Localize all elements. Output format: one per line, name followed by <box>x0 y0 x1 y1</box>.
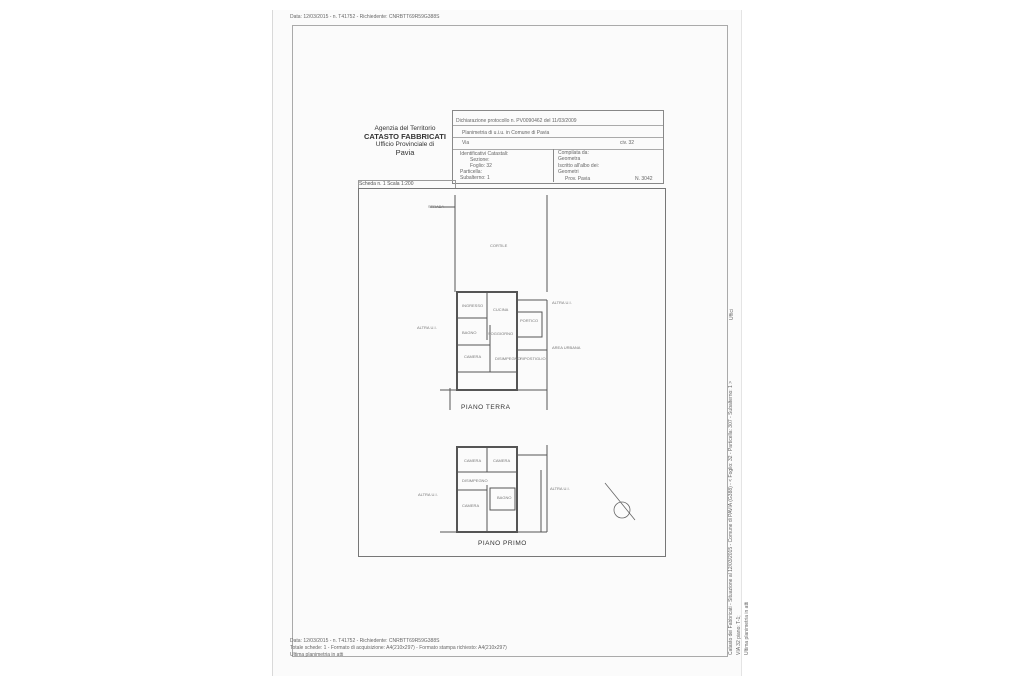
ident-3: Particella: <box>460 169 482 175</box>
footer-line-1: Data: 12/03/2015 - n. T41752 - Richieden… <box>290 638 440 644</box>
outside-label-1: ALTRA U.I. <box>552 300 572 305</box>
room-first-camera-3: CAMERA <box>462 503 480 508</box>
plan-lines <box>430 195 548 533</box>
room-cucina: CUCINA <box>493 307 509 312</box>
header-info-box <box>452 110 664 184</box>
header-line-3: Via <box>462 140 470 146</box>
city-name: Pavia <box>395 148 415 157</box>
header-line-1: Dichiarazione protocollo n. PV0090462 de… <box>456 118 577 124</box>
ident-0: Identificativi Catastali: <box>460 151 509 157</box>
compiler-3: Geometri <box>558 169 579 175</box>
header-divider <box>553 149 554 182</box>
room-ingresso: INGRESSO <box>462 303 484 308</box>
room-bagno: BAGNO <box>462 330 477 335</box>
right-edge-line-2: VIA 32 piano: T-1; <box>736 615 742 655</box>
room-cortile: CORTILE <box>490 243 508 248</box>
office-name: CATASTO FABBRICATI <box>364 132 446 141</box>
side-note: Uffici <box>729 308 735 320</box>
right-edge-line-3: Ultima planimetria in atti <box>744 601 750 655</box>
floor-plan-frame <box>358 188 666 557</box>
room-camera: CAMERA <box>464 354 482 359</box>
compiler-0: Compilata da: <box>558 150 589 156</box>
page-border <box>292 25 728 657</box>
room-first-camera-1: CAMERA <box>464 458 482 463</box>
compiler-4: Prov. Pavia <box>565 176 591 182</box>
footer-line-3: Ultima planimetria in atti <box>290 652 344 658</box>
header-agency-block: Agenzia del Territorio CATASTO FABBRICAT… <box>360 125 450 157</box>
room-soggiorno: SOGGIORNO <box>488 331 514 336</box>
room-first-camera-2: CAMERA <box>493 458 511 463</box>
outside-label-4: ALTRA U.I. <box>418 492 438 497</box>
sub-office: Ufficio Provinciale di <box>375 141 435 148</box>
agency-name: Agenzia del Territorio <box>374 125 436 132</box>
outside-label-2: ALTRA U.I. <box>417 325 437 330</box>
ident-4: Subalterno: 1 <box>460 175 490 181</box>
floor-label-first: PIANO PRIMO <box>478 540 527 547</box>
outside-label-5: ALTRA U.I. <box>550 486 570 491</box>
floor-label-ground: PIANO TERRA <box>461 404 511 411</box>
right-edge-line-1: Catasto dei Fabbricati - Situazione al 1… <box>728 380 734 655</box>
header-line-3-right: civ. 32 <box>620 140 635 146</box>
room-ripostiglio: RIPOSTIGLIO <box>520 356 546 361</box>
room-disimpegno: DISIMPEGNO <box>495 356 521 361</box>
stair-room <box>516 311 543 338</box>
compiler-5: N. 3042 <box>635 176 653 182</box>
room-first-disimpegno: DISIMPEGNO <box>462 478 488 483</box>
north-arrow <box>604 482 636 521</box>
compiler-2: Iscritto all'albo dei: <box>558 163 599 169</box>
top-stamp: Data: 12/03/2015 - n. T41752 - Richieden… <box>290 14 440 20</box>
bathroom <box>489 487 516 511</box>
ident-2: Foglio: 32 <box>470 163 492 169</box>
outside-label-3: AREA URBANA <box>552 345 581 350</box>
footer-line-2: Totale schede: 1 - Formato di acquisizio… <box>290 645 507 651</box>
room-first-bagno: BAGNO <box>497 495 512 500</box>
outside-label-0: STRADA <box>428 204 445 209</box>
ident-1: Sezione: <box>470 157 490 163</box>
header-line-2: Planimetria di u.i.u. in Comune di Pavia <box>462 130 550 136</box>
compiler-1: Geometra <box>558 156 581 162</box>
room-portico: PORTICO <box>520 318 539 323</box>
